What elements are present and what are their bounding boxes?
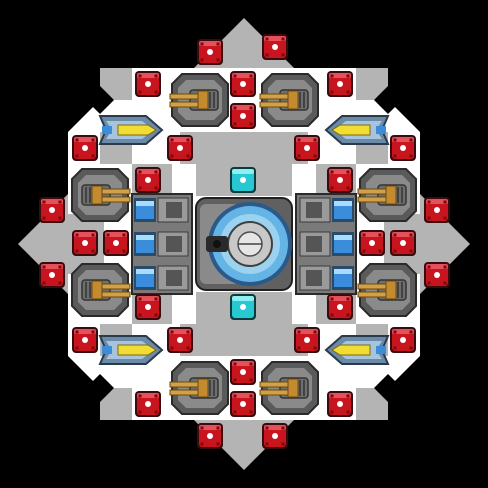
tech-block bbox=[230, 167, 256, 193]
armor-block bbox=[72, 230, 98, 256]
armor-block bbox=[327, 294, 353, 320]
armor-block bbox=[390, 230, 416, 256]
armor-block bbox=[135, 71, 161, 97]
armor-block bbox=[197, 39, 223, 65]
armor-block bbox=[327, 391, 353, 417]
armor-block bbox=[103, 230, 129, 256]
cannon bbox=[71, 168, 131, 222]
cannon bbox=[71, 263, 131, 317]
armor-block bbox=[39, 262, 65, 288]
armor-block bbox=[135, 391, 161, 417]
thruster-bank bbox=[131, 193, 193, 295]
armor-block bbox=[230, 71, 256, 97]
armor-block bbox=[327, 71, 353, 97]
laser bbox=[98, 115, 164, 145]
laser bbox=[324, 335, 390, 365]
armor-block bbox=[390, 135, 416, 161]
armor-block bbox=[39, 197, 65, 223]
armor-blocks bbox=[39, 34, 450, 449]
reactor-core bbox=[195, 197, 293, 291]
cannon bbox=[169, 73, 229, 127]
thruster-bank bbox=[295, 193, 357, 295]
armor-block bbox=[167, 327, 193, 353]
laser-modules bbox=[98, 115, 390, 365]
tech-blocks bbox=[230, 167, 256, 320]
armor-block bbox=[424, 197, 450, 223]
armor-block bbox=[262, 34, 288, 60]
laser bbox=[98, 335, 164, 365]
armor-block bbox=[230, 391, 256, 417]
armor-block bbox=[135, 294, 161, 320]
cannon-modules bbox=[71, 73, 417, 415]
cannon bbox=[259, 361, 319, 415]
hull-notch bbox=[374, 374, 402, 402]
armor-block bbox=[135, 167, 161, 193]
hull-notch bbox=[86, 86, 114, 114]
cannon bbox=[169, 361, 229, 415]
armor-block bbox=[327, 167, 353, 193]
hull-panel bbox=[180, 132, 308, 164]
laser bbox=[324, 115, 390, 145]
armor-block bbox=[197, 423, 223, 449]
armor-block bbox=[167, 135, 193, 161]
cannon bbox=[357, 263, 417, 317]
tech-block bbox=[230, 294, 256, 320]
armor-block bbox=[230, 103, 256, 129]
core-module bbox=[195, 197, 293, 291]
armor-block bbox=[424, 262, 450, 288]
hull-panel bbox=[180, 324, 308, 356]
hull-notch bbox=[374, 86, 402, 114]
armor-block bbox=[390, 327, 416, 353]
armor-block bbox=[359, 230, 385, 256]
armor-block bbox=[230, 359, 256, 385]
hull-notch bbox=[86, 374, 114, 402]
armor-block bbox=[72, 327, 98, 353]
armor-block bbox=[72, 135, 98, 161]
thruster-modules bbox=[131, 193, 357, 295]
armor-block bbox=[294, 327, 320, 353]
armor-block bbox=[294, 135, 320, 161]
armor-block bbox=[262, 423, 288, 449]
cannon bbox=[259, 73, 319, 127]
cannon bbox=[357, 168, 417, 222]
